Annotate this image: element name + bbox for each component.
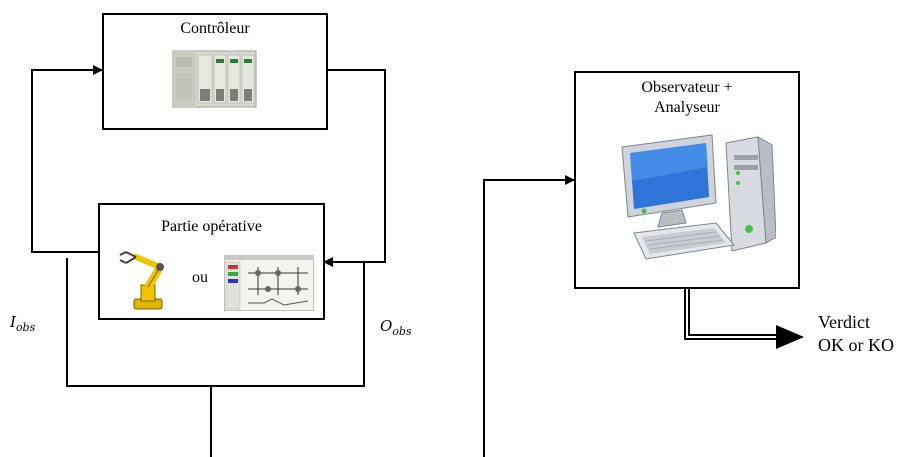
plant-box: Partie opérative ou: [98, 203, 325, 320]
verdict-arrow: [684, 288, 804, 349]
observer-box: Observateur + Analyseur: [574, 71, 800, 289]
observation-tap-line: [66, 258, 365, 387]
outputs-main-symbol: O: [380, 317, 393, 335]
plc-icon: [172, 50, 257, 108]
desktop-computer-icon: [621, 134, 776, 260]
or-label: ou: [192, 269, 208, 286]
inputs-main-symbol: I: [10, 313, 16, 331]
inputs-observed-label: Iobs: [10, 313, 35, 334]
observer-title-line2: Analyseur: [654, 99, 720, 116]
feedback-line-to-controller: [31, 65, 103, 253]
controller-title: Contrôleur: [180, 20, 250, 37]
verdict-line2: OK or KO: [818, 335, 894, 355]
outputs-observed-label: Oobs: [380, 317, 412, 338]
observer-title-line1: Observateur +: [641, 79, 733, 96]
command-line-to-plant: [323, 69, 386, 267]
outputs-subscript: obs: [392, 325, 412, 338]
plant-title: Partie opérative: [161, 218, 262, 235]
simulation-screen-icon: [224, 255, 314, 311]
controller-box: Contrôleur: [102, 13, 328, 130]
inputs-subscript: obs: [15, 321, 36, 334]
observer-input-line: [483, 175, 575, 457]
robot-arm-icon: [119, 251, 164, 310]
verdict-label: Verdict OK or KO: [818, 311, 894, 357]
verdict-line1: Verdict: [818, 312, 870, 332]
